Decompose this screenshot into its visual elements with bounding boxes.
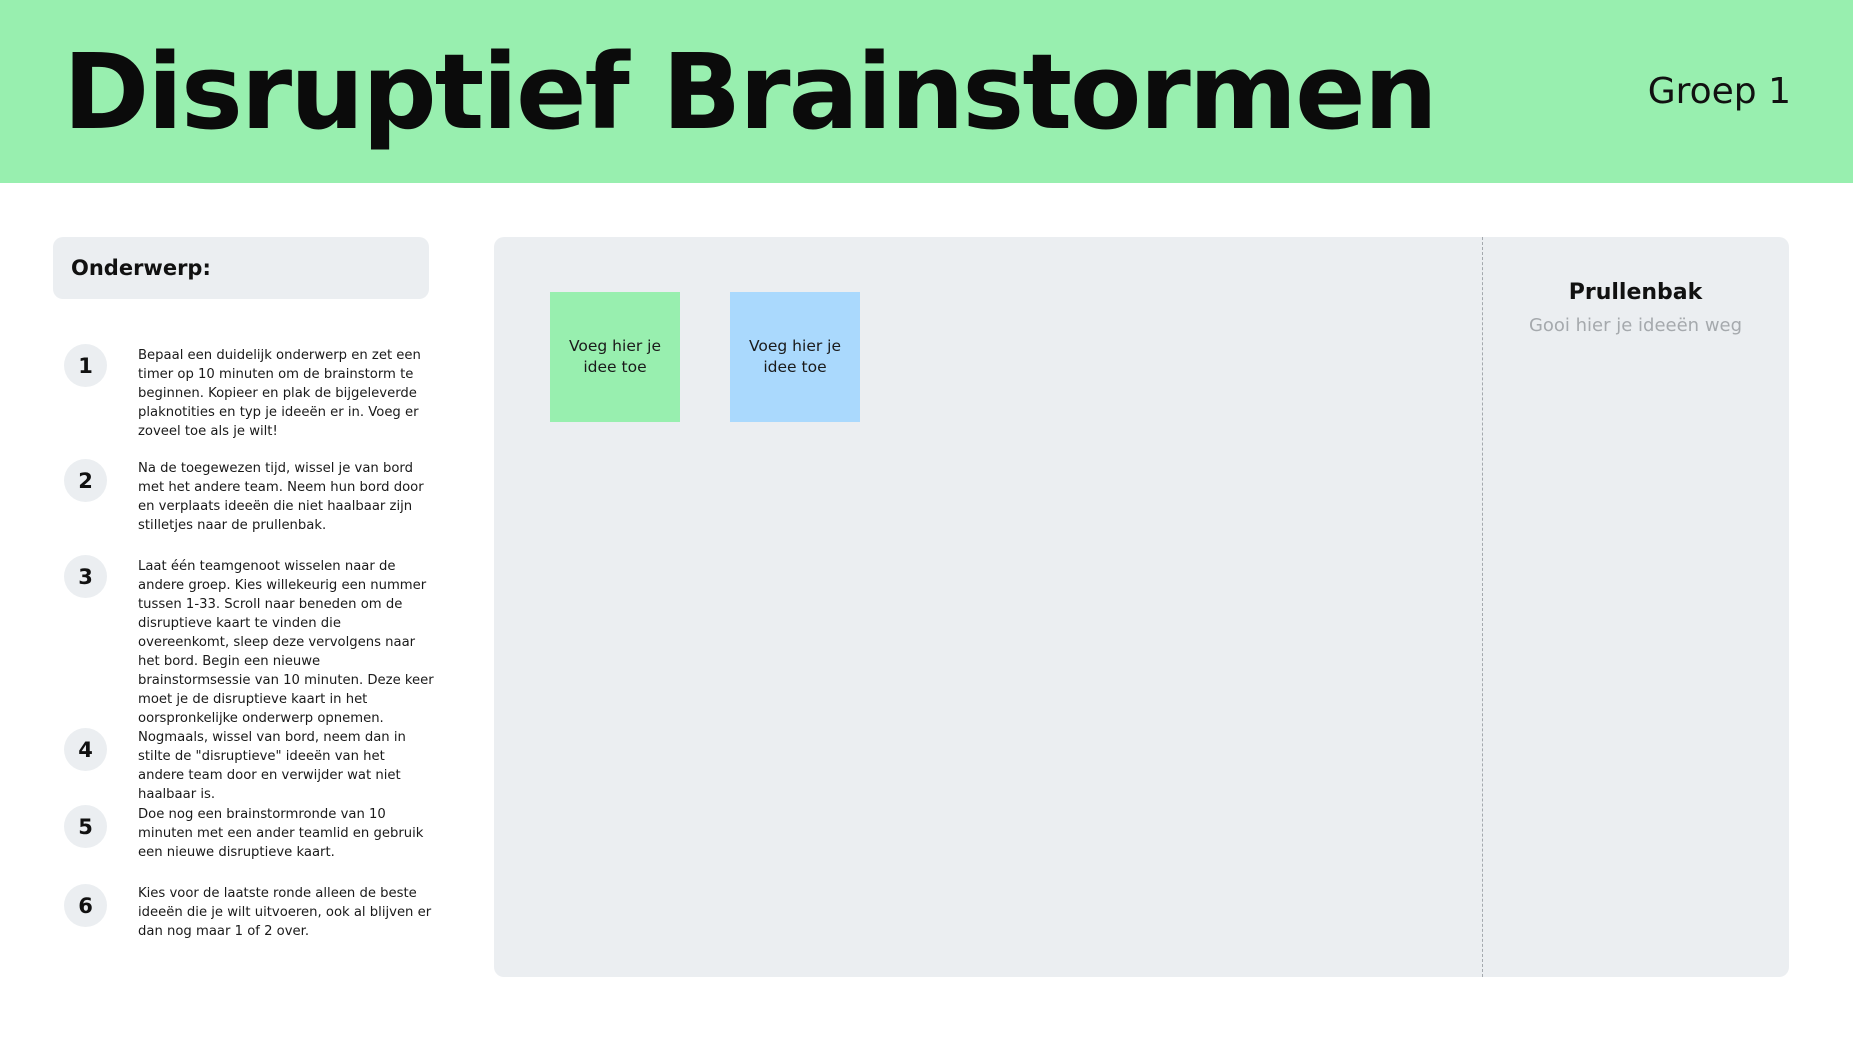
step-number-badge: 1	[64, 344, 107, 387]
topic-label: Onderwerp:	[71, 256, 211, 280]
sticky-note-text[interactable]: Voeg hier je idee toe	[749, 337, 841, 376]
step-number-badge: 5	[64, 805, 107, 848]
brainstorm-board[interactable]: Voeg hier je idee toe Voeg hier je idee …	[494, 237, 1789, 977]
group-label: Groep 1	[1647, 71, 1791, 112]
sticky-note-green[interactable]: Voeg hier je idee toe	[550, 292, 680, 422]
step-text: Nogmaals, wissel van bord, neem dan in s…	[138, 730, 406, 802]
step-number-badge: 6	[64, 884, 107, 927]
trash-title: Prullenbak	[1568, 280, 1703, 305]
trash-divider	[1482, 237, 1483, 977]
page-title: Disruptief Brainstormen	[63, 31, 1438, 153]
step-number-badge: 3	[64, 555, 107, 598]
step-text: Laat één teamgenoot wisselen naar de and…	[138, 559, 434, 726]
step-text: Doe nog een brainstormronde van 10 minut…	[138, 807, 424, 860]
step-number-badge: 2	[64, 459, 107, 502]
topic-box[interactable]: Onderwerp:	[53, 237, 429, 299]
step-number-badge: 4	[64, 728, 107, 771]
sticky-note-text[interactable]: Voeg hier je idee toe	[569, 337, 661, 376]
header-banner: Disruptief Brainstormen Groep 1	[0, 0, 1853, 183]
step-text: Kies voor de laatste ronde alleen de bes…	[138, 886, 432, 939]
sticky-note-blue[interactable]: Voeg hier je idee toe	[730, 292, 860, 422]
trash-subtitle: Gooi hier je ideeën weg	[1528, 315, 1743, 336]
step-text: Bepaal een duidelijk onderwerp en zet ee…	[138, 348, 421, 439]
step-text: Na de toegewezen tijd, wissel je van bor…	[138, 461, 424, 533]
